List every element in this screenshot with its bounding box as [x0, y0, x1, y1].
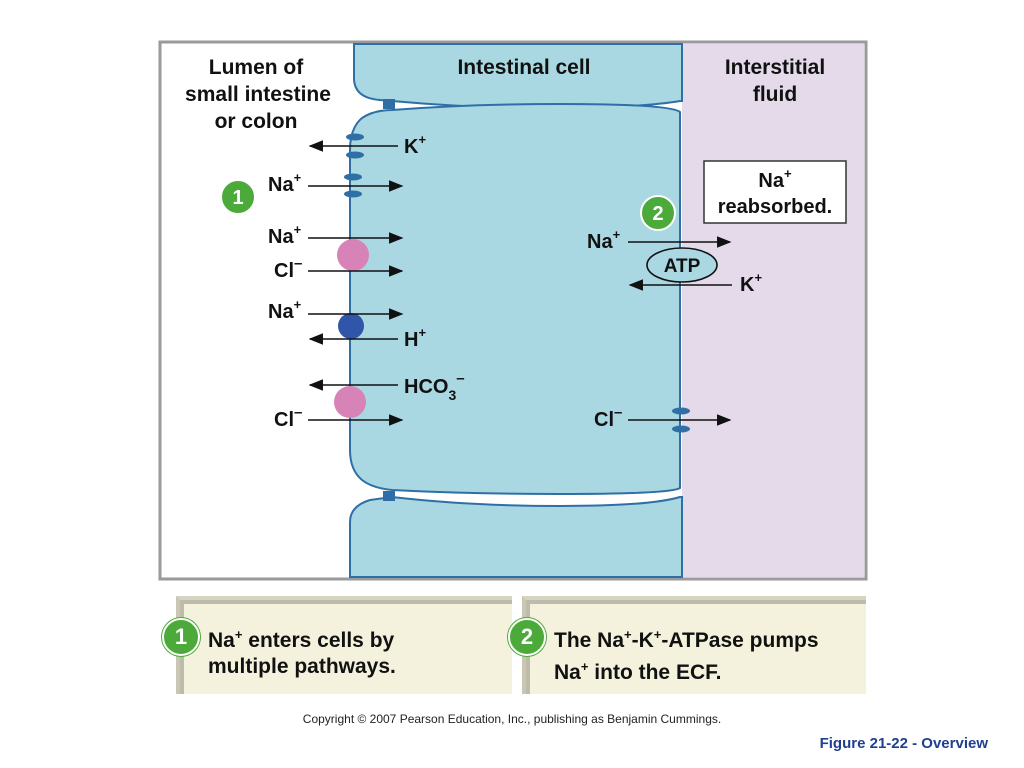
copyright-notice: Copyright © 2007 Pearson Education, Inc.…	[302, 712, 722, 726]
na-h-antiporter	[338, 313, 364, 339]
lumen-heading-line2: small intestine	[185, 83, 331, 106]
na-cl-cotransporter	[337, 239, 369, 271]
caption-two-text: The Na+-K+-ATPase pumps Na+ into the ECF…	[554, 627, 819, 684]
tight-junction-top	[383, 99, 395, 109]
tight-junction-bottom	[383, 491, 395, 501]
interstitial-heading-line1: Interstitial	[725, 56, 825, 79]
cl-exchange-label: Cl–	[274, 404, 302, 431]
cl-hco3-exchanger	[334, 386, 366, 418]
cl-channel-bottom	[672, 425, 690, 433]
caption-step-two: 2 The Na+-K+-ATPase pumps Na+ into the E…	[508, 596, 866, 694]
interstitial-heading-line2: fluid	[753, 83, 797, 106]
na-reabsorbed-text: reabsorbed.	[718, 196, 832, 218]
h-secretion-label: H+	[404, 325, 426, 351]
na-reabsorbed-ion: Na+	[758, 166, 792, 192]
intestinal-cell	[349, 102, 681, 496]
lower-cell-fragment	[349, 495, 683, 578]
lumen-heading-line3: or colon	[215, 110, 298, 133]
caption-one-text: Na+ enters cells by multiple pathways.	[208, 627, 396, 678]
na-channel-top	[344, 173, 362, 181]
k-channel-bottom	[346, 151, 364, 159]
k-pump-label: K+	[740, 270, 762, 296]
na-channel-bottom	[344, 190, 362, 198]
caption-two-badge: 2	[508, 618, 546, 656]
na-k-atpase	[646, 247, 718, 283]
cl-channel-top	[672, 407, 690, 415]
step-two-badge	[640, 195, 676, 231]
na-reabsorbed-box	[703, 160, 847, 224]
hco3-label: HCO3–	[404, 370, 465, 403]
na-cotransport-label: Na+	[268, 222, 302, 248]
k-efflux-label: K+	[404, 132, 426, 158]
atp-label: ATP	[664, 256, 701, 277]
na-pump-label: Na+	[587, 227, 621, 253]
figure-label: Figure 21-22 - Overview	[819, 735, 988, 752]
step-one-number: 1	[232, 187, 243, 209]
cl-exit-label: Cl–	[594, 404, 622, 431]
k-channel-top	[346, 133, 364, 141]
cl-cotransport-label: Cl–	[274, 255, 302, 282]
interstitial-fluid-region	[682, 44, 864, 577]
step-two-number: 2	[652, 203, 663, 225]
na-channel-label: Na+	[268, 170, 302, 196]
transport-diagram: Lumen of small intestine or colon Intest…	[158, 40, 868, 581]
caption-step-one: 1 Na+ enters cells by multiple pathways.	[162, 596, 512, 694]
cell-heading: Intestinal cell	[457, 56, 590, 79]
na-antiport-label: Na+	[268, 297, 302, 323]
step-one-badge	[220, 179, 256, 215]
lumen-heading-line1: Lumen of	[209, 56, 304, 79]
caption-one-badge: 1	[162, 618, 200, 656]
